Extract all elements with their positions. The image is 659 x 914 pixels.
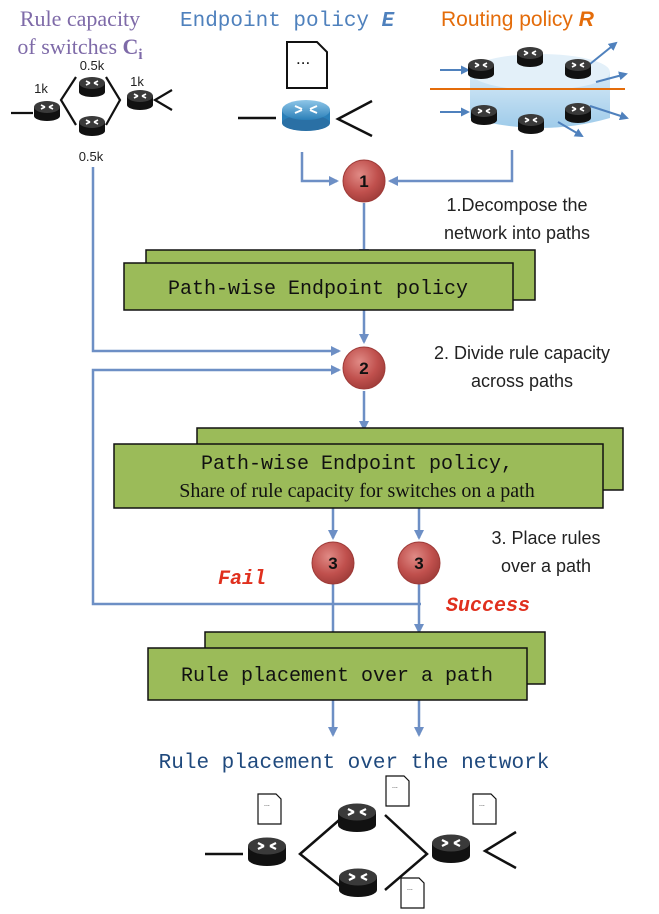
svg-text:3: 3 — [328, 554, 337, 573]
capacity-share-label-line2: Share of rule capacity for switches on a… — [179, 480, 534, 502]
arrow-endpoint-to-step1 — [300, 152, 339, 186]
endpoint-policy-title: Endpoint policy E — [180, 10, 395, 33]
svg-text:1: 1 — [359, 172, 368, 191]
switch-icon — [246, 836, 288, 868]
capacity-share-box: Path-wise Endpoint policy, Share of rule… — [113, 427, 624, 509]
switch-icon — [564, 102, 592, 124]
routing-network-icon — [430, 41, 629, 138]
rule-document-icon — [257, 793, 282, 825]
result-network-icon — [205, 775, 517, 909]
arrow-capacity-to-step2 — [91, 167, 341, 356]
routing-policy-title: Routing policy R — [441, 8, 595, 31]
capacity-symbol: C — [123, 34, 139, 59]
success-label: Success — [446, 595, 530, 618]
path-wise-policy-box: Path-wise Endpoint policy — [123, 249, 536, 311]
routing-symbol: R — [579, 8, 595, 31]
svg-text:2: 2 — [359, 359, 368, 378]
switch-icon — [470, 104, 498, 126]
capacity-label-left: 1k — [34, 81, 48, 96]
switch-icon — [516, 46, 544, 68]
endpoint-network-icon — [238, 99, 373, 138]
final-result-label: Rule placement over the network — [159, 752, 550, 775]
step3-circle-fail: 3 — [311, 541, 355, 585]
capacity-share-label-line1: Path-wise Endpoint policy, — [201, 453, 513, 476]
switch-icon — [430, 833, 472, 865]
rule-document-icon — [385, 775, 410, 807]
rule-document-icon — [472, 793, 497, 825]
arrow-routing-to-step1 — [388, 150, 514, 186]
switch-icon — [126, 89, 154, 111]
step2-circle: 2 — [342, 346, 386, 390]
step3-description-line2: over a path — [501, 556, 591, 576]
router-icon — [282, 100, 330, 131]
switch-icon — [517, 113, 545, 135]
svg-text:3: 3 — [414, 554, 423, 573]
rule-document-icon — [400, 877, 425, 909]
capacity-network-icon — [11, 76, 173, 137]
capacity-label-bottom: 0.5k — [79, 149, 104, 164]
arrow-fail-feedback — [91, 365, 421, 606]
capacity-label-right: 1k — [130, 74, 144, 89]
rule-capacity-title-line2: of switches Ci — [17, 34, 142, 63]
path-rule-placement-label: Rule placement over a path — [181, 665, 493, 688]
switch-icon — [337, 867, 379, 899]
fail-label: Fail — [218, 568, 266, 591]
switch-icon — [467, 58, 495, 80]
step1-description-line1: 1.Decompose the — [446, 195, 587, 215]
step2-description-line1: 2. Divide rule capacity — [434, 343, 610, 363]
capacity-subscript: i — [138, 47, 142, 63]
switch-icon — [336, 802, 378, 834]
policy-document-icon: ... — [286, 41, 328, 89]
step1-description-line2: network into paths — [444, 223, 590, 243]
step2-description-line2: across paths — [471, 371, 573, 391]
path-wise-policy-label: Path-wise Endpoint policy — [168, 278, 468, 301]
switch-icon — [78, 115, 106, 137]
step3-description-line1: 3. Place rules — [491, 528, 600, 548]
path-rule-placement-box: Rule placement over a path — [147, 631, 546, 701]
switch-icon — [78, 76, 106, 98]
rule-capacity-title-line1: Rule capacity — [20, 6, 140, 31]
flow-connectors — [91, 150, 514, 737]
document-glyph: ... — [296, 49, 310, 68]
endpoint-symbol: E — [382, 10, 395, 33]
step3-circle-success: 3 — [397, 541, 441, 585]
switch-icon — [564, 58, 592, 80]
capacity-label-top: 0.5k — [80, 58, 105, 73]
step1-circle: 1 — [342, 159, 386, 203]
switch-icon — [33, 100, 61, 122]
